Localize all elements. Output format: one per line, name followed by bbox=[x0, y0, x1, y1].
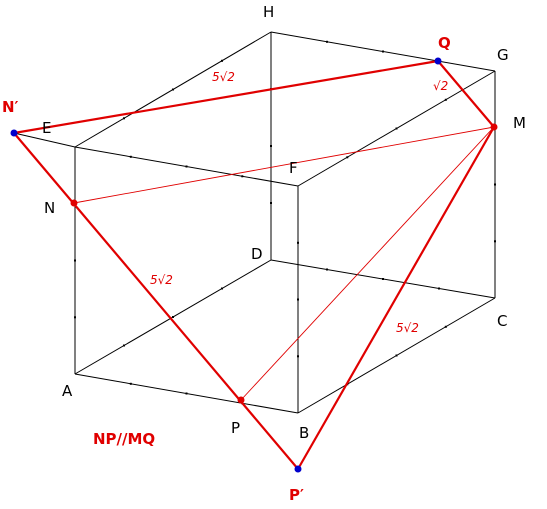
edge-tick bbox=[326, 40, 328, 43]
measure-n-prime-q: 5√2 bbox=[212, 70, 235, 84]
label-n: N bbox=[44, 199, 55, 217]
label-n-prime: N′ bbox=[2, 98, 19, 116]
edge-tick bbox=[241, 175, 244, 178]
edge-tick bbox=[74, 259, 76, 262]
edge-tick bbox=[185, 165, 188, 168]
edge-tick bbox=[326, 268, 328, 271]
point-p-prime bbox=[294, 465, 302, 473]
line-q-m bbox=[437, 60, 495, 128]
edge-tick bbox=[270, 202, 272, 204]
point-n bbox=[70, 199, 78, 207]
edge-tick bbox=[221, 59, 223, 62]
edge-ticks bbox=[74, 40, 496, 405]
thin-construction-lines bbox=[73, 126, 495, 401]
constructed-point-labels: Q N′ P′ bbox=[2, 34, 451, 504]
edge-tick bbox=[438, 287, 440, 290]
edge-tick bbox=[444, 325, 447, 328]
edge-n-prime-e bbox=[13, 132, 76, 148]
line-n-prime-q bbox=[13, 59, 439, 135]
line-n-prime-p-prime bbox=[13, 132, 299, 470]
label-q: Q bbox=[438, 34, 451, 52]
label-e: E bbox=[42, 119, 51, 137]
point-n-prime bbox=[10, 129, 18, 137]
edge-tick bbox=[346, 156, 349, 159]
points bbox=[10, 57, 498, 473]
point-q bbox=[434, 57, 442, 65]
edge-tick bbox=[129, 382, 132, 385]
edge-tick bbox=[494, 240, 496, 243]
edge-tick bbox=[297, 355, 299, 358]
measure-m-p-prime: 5√2 bbox=[396, 321, 419, 335]
label-h: H bbox=[263, 3, 274, 21]
line-n-m bbox=[73, 126, 495, 204]
thick-construction-lines bbox=[13, 59, 495, 470]
label-d: D bbox=[251, 245, 263, 263]
label-g: G bbox=[497, 46, 509, 64]
edge-tick bbox=[297, 298, 299, 301]
edge-tick bbox=[382, 50, 384, 53]
edge-tick bbox=[123, 344, 125, 347]
label-p: P bbox=[231, 419, 240, 437]
line-p-m bbox=[240, 126, 495, 401]
edge-tick bbox=[185, 392, 188, 395]
line-m-p-prime bbox=[297, 126, 495, 470]
vertex-labels: H G E F D C A B M N P bbox=[42, 3, 526, 442]
edge-tick bbox=[172, 88, 174, 91]
edge-tick bbox=[221, 287, 223, 290]
point-m bbox=[490, 123, 498, 131]
edge-tick bbox=[494, 183, 496, 186]
measure-labels: 5√2 √2 5√2 5√2 bbox=[150, 70, 448, 335]
point-p bbox=[237, 396, 245, 404]
label-p-prime: P′ bbox=[289, 486, 304, 504]
measure-q-m: √2 bbox=[433, 79, 448, 93]
label-a: A bbox=[62, 382, 73, 400]
measure-n-prime-p-prime: 5√2 bbox=[150, 273, 173, 287]
edge-tick bbox=[395, 127, 398, 130]
cube-edges bbox=[13, 31, 496, 414]
edge-tick bbox=[270, 145, 272, 147]
relation-label: NP//MQ bbox=[93, 430, 155, 448]
edge-tick bbox=[297, 241, 299, 244]
label-c: C bbox=[497, 312, 507, 330]
edge-tick bbox=[129, 155, 132, 158]
label-f: F bbox=[289, 159, 298, 177]
edge-tick bbox=[444, 98, 447, 101]
edge-tick bbox=[123, 117, 125, 120]
edge-tick bbox=[395, 354, 398, 357]
label-m: M bbox=[513, 114, 526, 132]
edge-tick bbox=[382, 278, 384, 280]
edge-tick bbox=[74, 316, 76, 319]
label-b: B bbox=[299, 424, 309, 442]
edge-tick bbox=[172, 316, 174, 318]
